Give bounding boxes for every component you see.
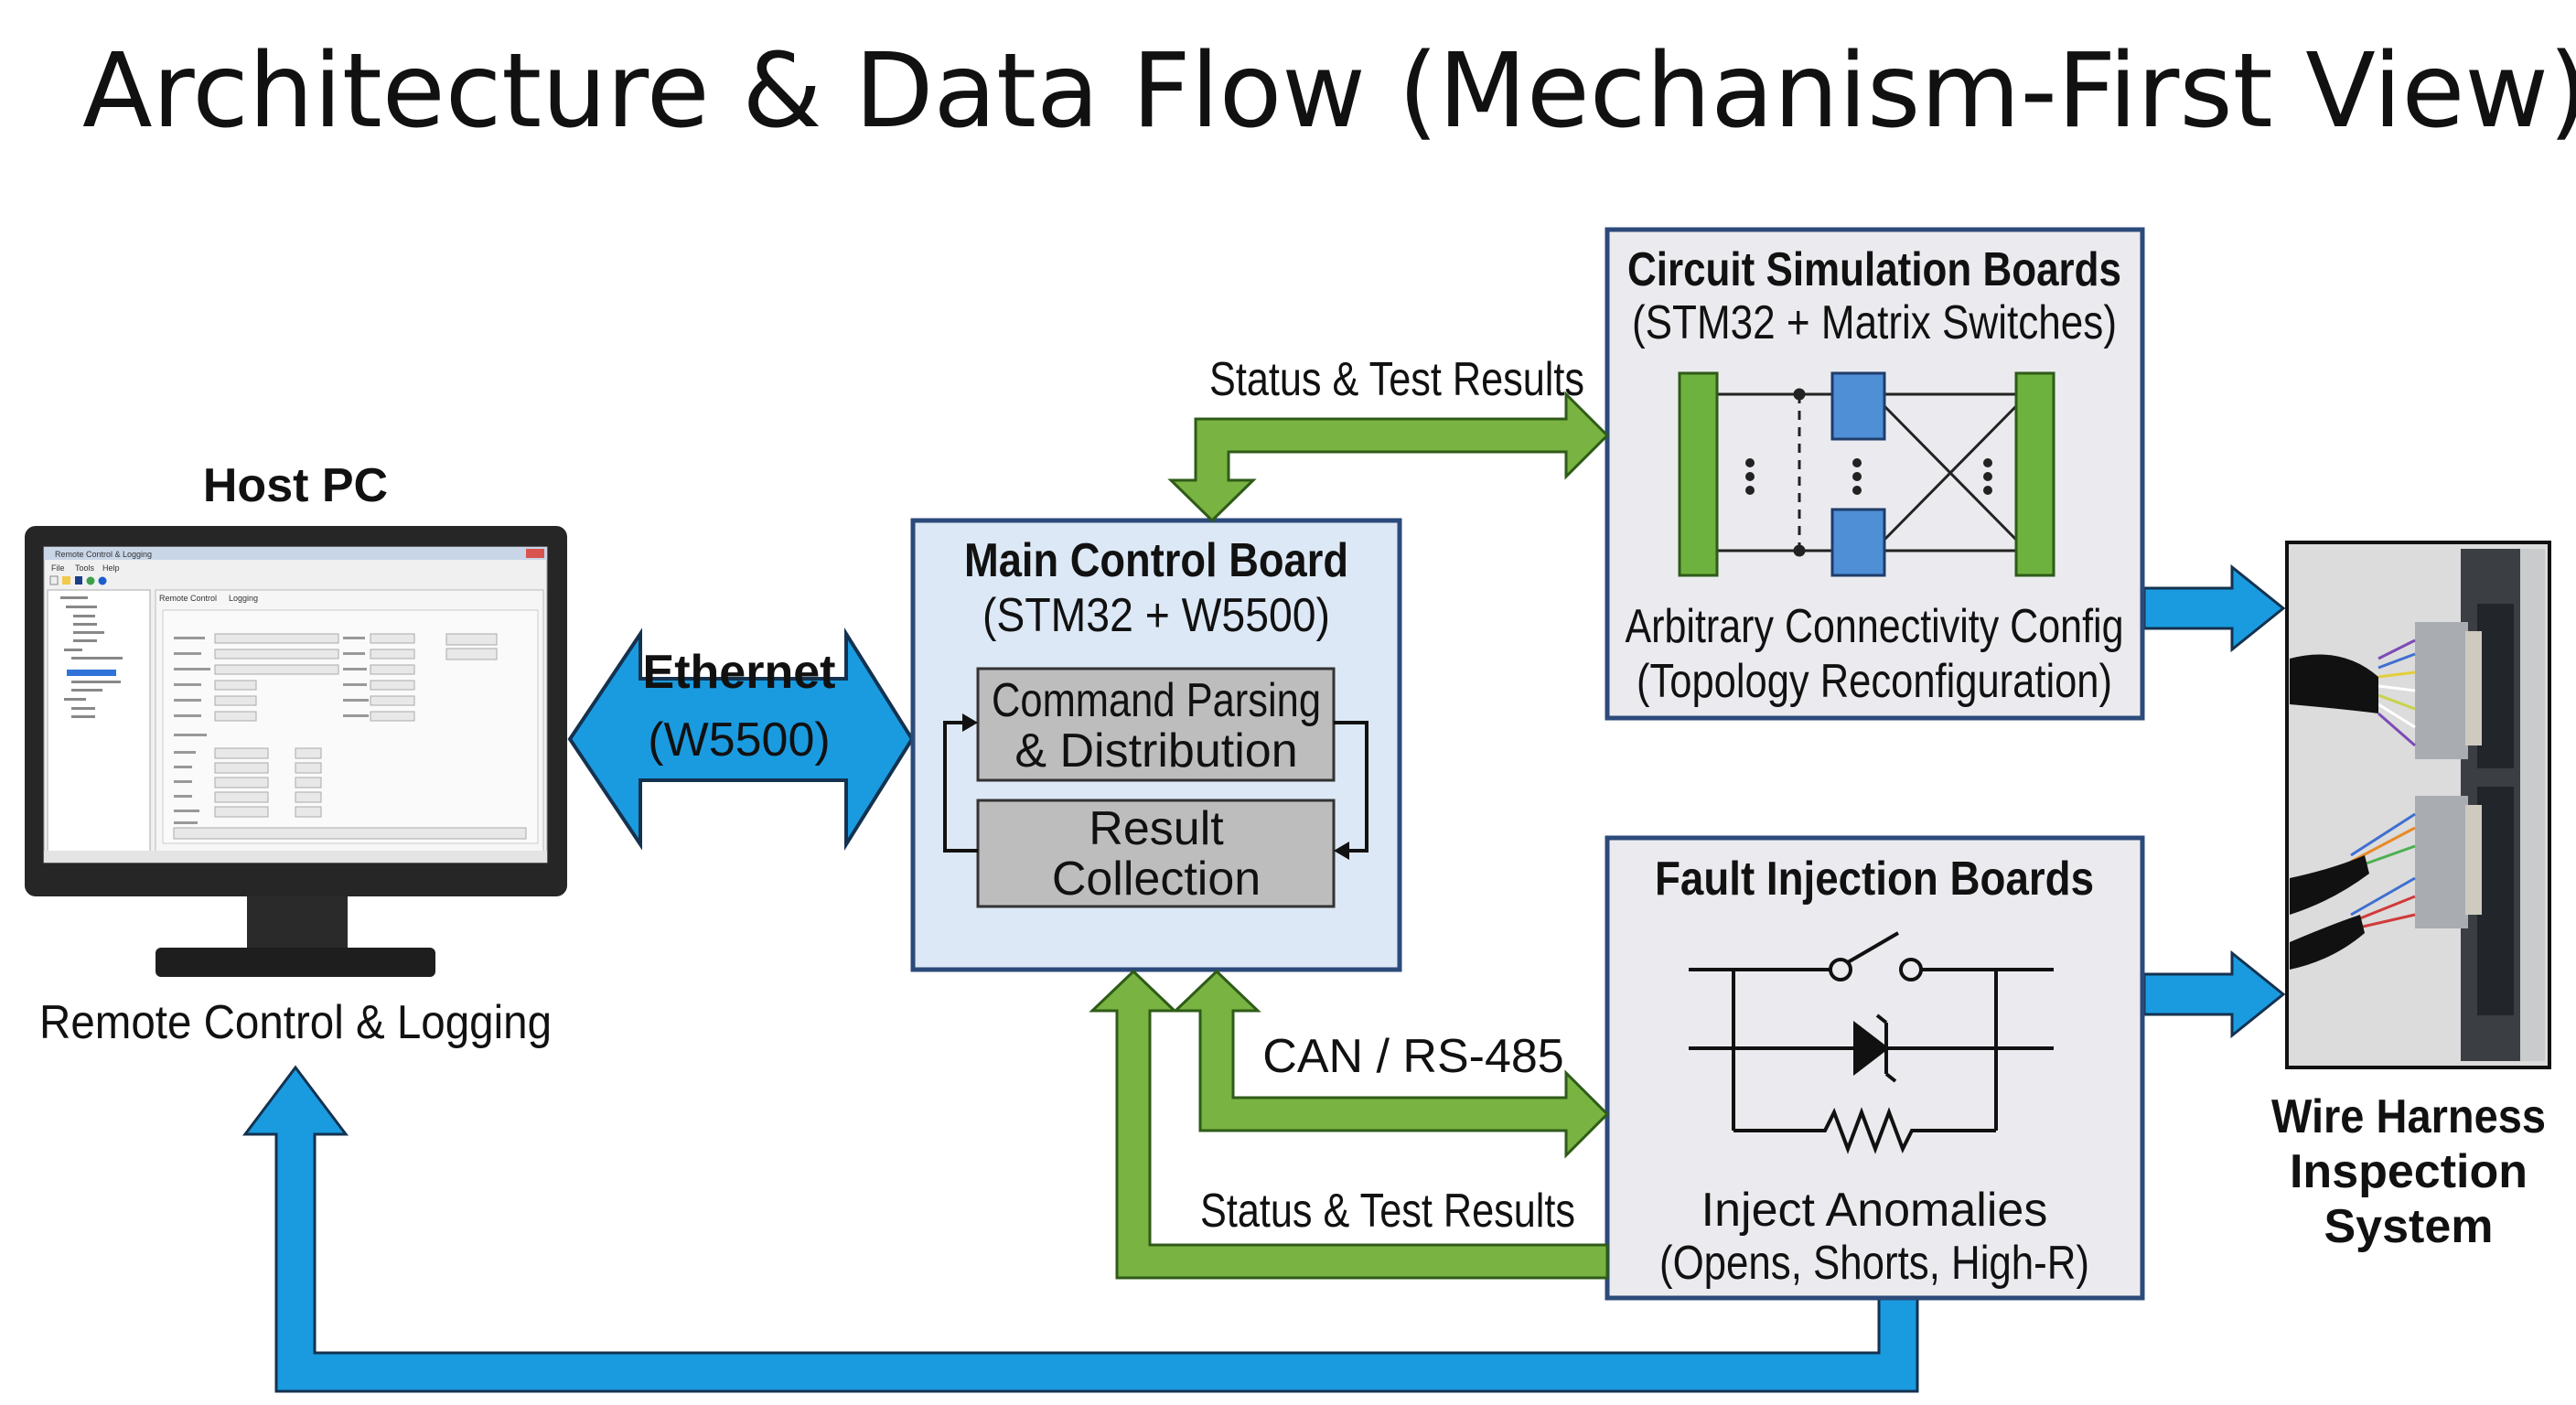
menu-file[interactable]: File (51, 563, 65, 573)
monitor-base (156, 948, 435, 977)
main-board-subtitle: (STM32 + W5500) (982, 589, 1330, 642)
status-bottom-arrow (1089, 969, 1609, 1280)
tree-panel[interactable] (47, 589, 151, 854)
loop-arrowhead-right (1334, 842, 1349, 860)
status-top-label: Status & Test Results (1209, 353, 1584, 406)
can-rs485-arrow (1172, 969, 1610, 1159)
fault-injection-boards: Fault Injection Boards Inject Anomalies … (1605, 835, 2145, 1301)
host-pc-label: Host PC (203, 459, 388, 512)
fault-boards-title: Fault Injection Boards (1655, 853, 2094, 906)
main-control-board: Main Control Board (STM32 + W5500) Comma… (910, 518, 1402, 972)
fault-circuit-icon (1689, 931, 2054, 1154)
status-bottom-label: Status & Test Results (1200, 1185, 1575, 1238)
host-pc: Host PC Remote Control & Logging File To… (25, 459, 567, 1049)
ethernet-label: Ethernet (643, 646, 836, 699)
page-title: Architecture & Data Flow (Mechanism-Firs… (82, 32, 2576, 151)
command-parsing-block (976, 667, 1336, 782)
ethernet-sublabel: (W5500) (648, 713, 830, 767)
main-board-title: Main Control Board (964, 534, 1348, 587)
circuit-boards-desc1: Arbitrary Connectivity Config (1626, 600, 2124, 653)
result-collection-line1: Result (1089, 802, 1224, 855)
menu-help[interactable]: Help (102, 563, 120, 573)
circuit-to-harness-arrow (2142, 563, 2286, 653)
loop-arrow-left (943, 721, 978, 853)
circuit-boards-title: Circuit Simulation Boards (1627, 243, 2121, 296)
result-collection-block (976, 799, 1336, 908)
monitor-screen: Remote Control & Logging File Tools Help (43, 546, 548, 863)
window-title: Remote Control & Logging (55, 550, 152, 559)
fault-boards-desc2: (Opens, Shorts, High-R) (1659, 1237, 2089, 1290)
fault-to-harness-arrow (2142, 949, 2286, 1039)
menu-tools[interactable]: Tools (75, 563, 95, 573)
matrix-switch-icon (1678, 371, 2055, 577)
monitor-neck (247, 892, 348, 951)
circuit-boards-subtitle: (STM32 + Matrix Switches) (1632, 296, 2117, 349)
circuit-boards-desc2: (Topology Reconfiguration) (1637, 655, 2112, 708)
fault-boards-desc1: Inject Anomalies (1701, 1184, 2048, 1237)
tab-remote-control[interactable]: Remote Control (159, 594, 217, 603)
logging-return-arrow (242, 1065, 1919, 1393)
harness-label-line3: System (2324, 1200, 2494, 1253)
result-collection-line2: Collection (1052, 853, 1261, 906)
harness-label-line1: Wire Harness (2271, 1090, 2546, 1143)
status-top-arrow (1167, 391, 1610, 523)
window-close-button[interactable] (526, 549, 544, 558)
wire-harness-photo (2285, 541, 2551, 1069)
can-rs485-label: CAN / RS-485 (1262, 1030, 1563, 1083)
tab-logging[interactable]: Logging (229, 594, 258, 603)
harness-label-line2: Inspection (2290, 1145, 2528, 1198)
command-parsing-line2: & Distribution (1014, 724, 1297, 778)
command-parsing-line1: Command Parsing (992, 674, 1321, 727)
circuit-simulation-boards: Circuit Simulation Boards (STM32 + Matri… (1605, 227, 2145, 721)
loop-arrowhead-left (962, 713, 978, 732)
loop-arrow-right (1334, 721, 1368, 853)
host-pc-caption: Remote Control & Logging (39, 996, 552, 1049)
